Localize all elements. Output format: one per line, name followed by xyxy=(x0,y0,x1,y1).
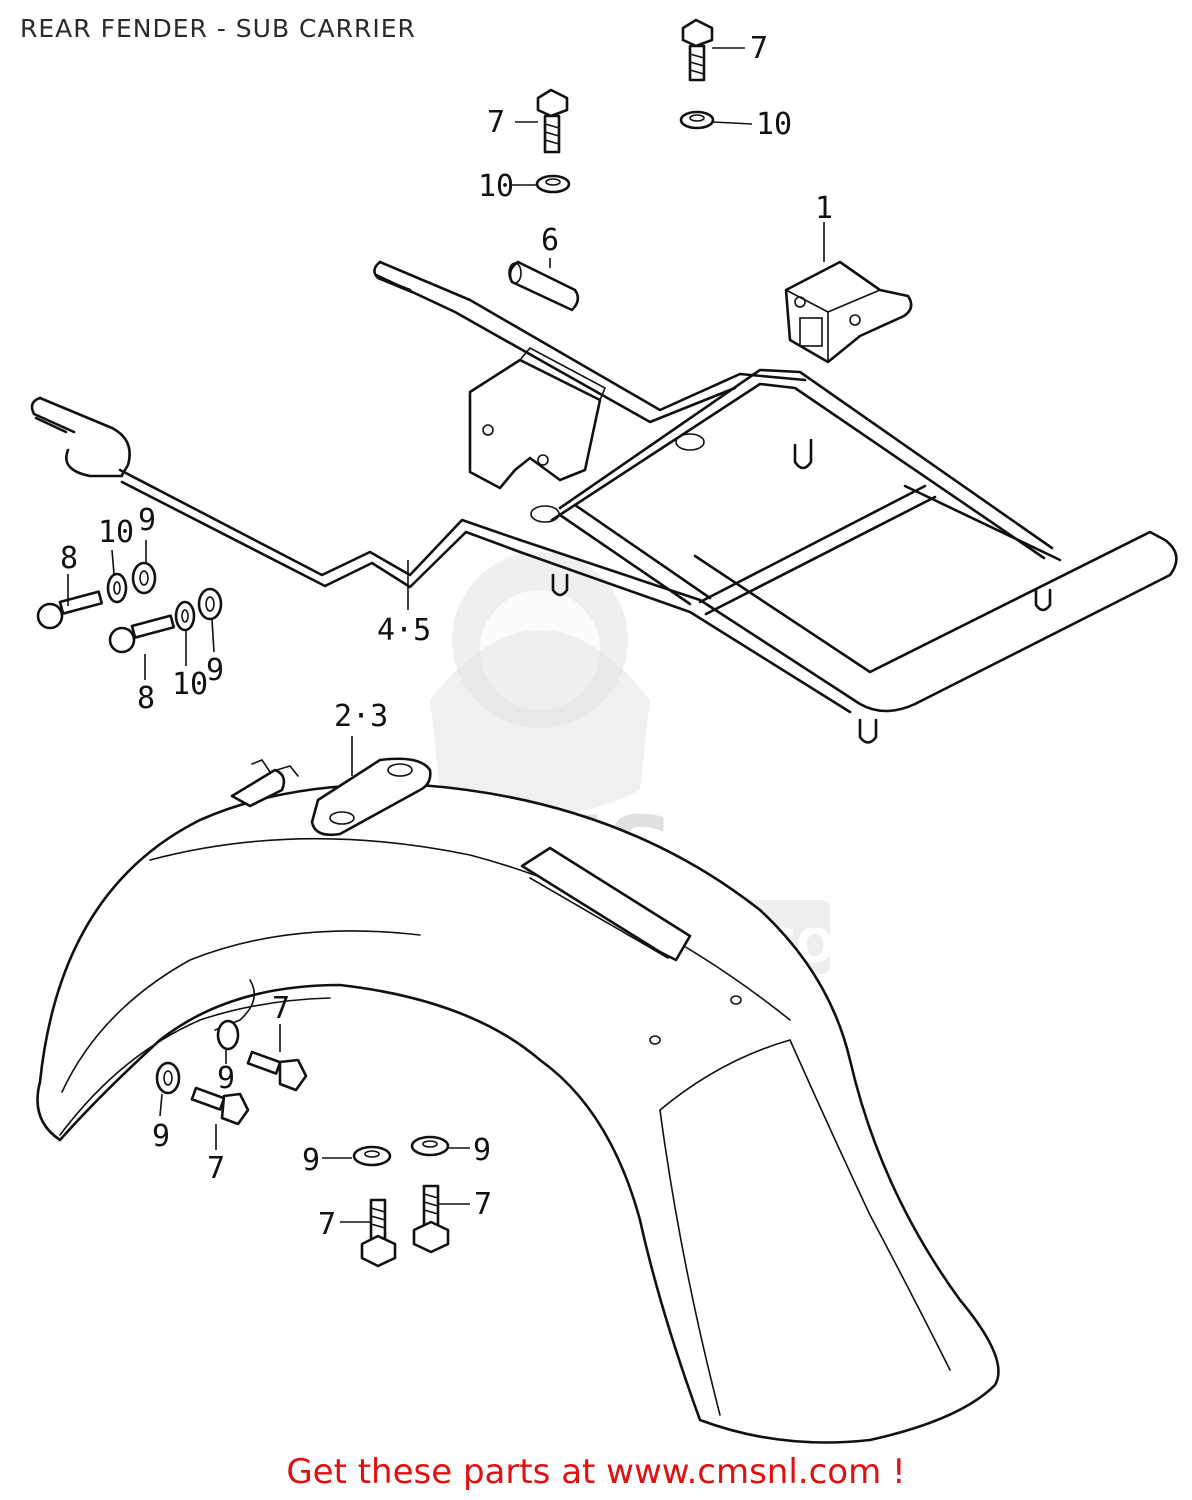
callout-label: 10 xyxy=(98,515,134,550)
rear-fender-drawing xyxy=(36,757,1000,1444)
lock-washer-drawing xyxy=(106,572,128,604)
callout-label: 9 xyxy=(138,503,156,538)
callout-label: 9 xyxy=(473,1133,491,1168)
washer-drawing xyxy=(155,1061,181,1095)
lock-washer-drawing xyxy=(174,600,196,632)
callout-label: 9 xyxy=(152,1119,170,1154)
callout-label: 6 xyxy=(541,223,559,258)
washer-drawing xyxy=(352,1145,392,1167)
callout-label: 9 xyxy=(217,1061,235,1096)
bolt-drawing xyxy=(536,88,569,154)
callout-label: 4·5 xyxy=(377,613,431,648)
collar-drawing xyxy=(508,260,580,312)
diagram-title: REAR FENDER - SUB CARRIER xyxy=(20,14,416,43)
callout-label: 10 xyxy=(756,107,792,142)
callout-label: 7 xyxy=(750,31,768,66)
lock-washer-drawing xyxy=(679,110,715,130)
screw-drawing xyxy=(36,590,104,630)
bolt-drawing xyxy=(681,18,714,82)
callout-label: 9 xyxy=(206,653,224,688)
callout-label: 8 xyxy=(137,681,155,716)
bolt-drawing xyxy=(246,1050,308,1092)
callout-label: 8 xyxy=(60,541,78,576)
callout-label: 7 xyxy=(207,1151,225,1186)
bolt-drawing xyxy=(412,1184,450,1254)
washer-drawing xyxy=(131,561,157,595)
callout-label: 10 xyxy=(172,667,208,702)
callout-label: 7 xyxy=(474,1187,492,1222)
bracket-drawing xyxy=(784,260,913,364)
callout-label: 2·3 xyxy=(334,699,388,734)
callout-labels: 7 7 10 10 6 1 4·5 2·3 8 10 9 8 10 9 7 9 … xyxy=(60,31,833,1242)
screw-drawing xyxy=(108,614,176,654)
callout-label: 10 xyxy=(478,169,514,204)
sub-carrier-drawing xyxy=(30,260,1178,744)
washer-drawing xyxy=(197,587,223,621)
callout-label: 7 xyxy=(318,1207,336,1242)
callout-label: 1 xyxy=(815,191,833,226)
callout-label: 7 xyxy=(272,991,290,1026)
leader-lines xyxy=(67,47,825,1223)
bolt-drawing xyxy=(190,1086,250,1126)
bolt-drawing xyxy=(360,1198,397,1268)
footer-link[interactable]: Get these parts at www.cmsnl.com ! xyxy=(286,1452,906,1492)
callout-label: 7 xyxy=(487,105,505,140)
washer-drawing xyxy=(410,1135,450,1157)
callout-label: 9 xyxy=(302,1143,320,1178)
lock-washer-drawing xyxy=(535,174,571,194)
